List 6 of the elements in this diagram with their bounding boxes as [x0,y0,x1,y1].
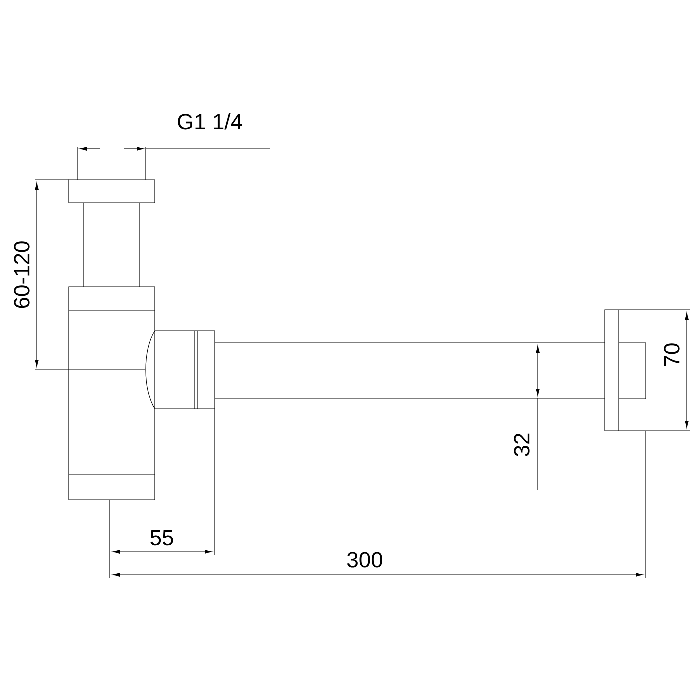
dimension-text: 70 [664,344,680,366]
dimension-text: 32 [514,434,530,456]
dimension-text: G1 1/4 [178,114,242,130]
dimension-text: 300 [347,552,382,568]
dimension-text: 60-120 [14,242,30,308]
dimension-text: 55 [150,530,174,546]
